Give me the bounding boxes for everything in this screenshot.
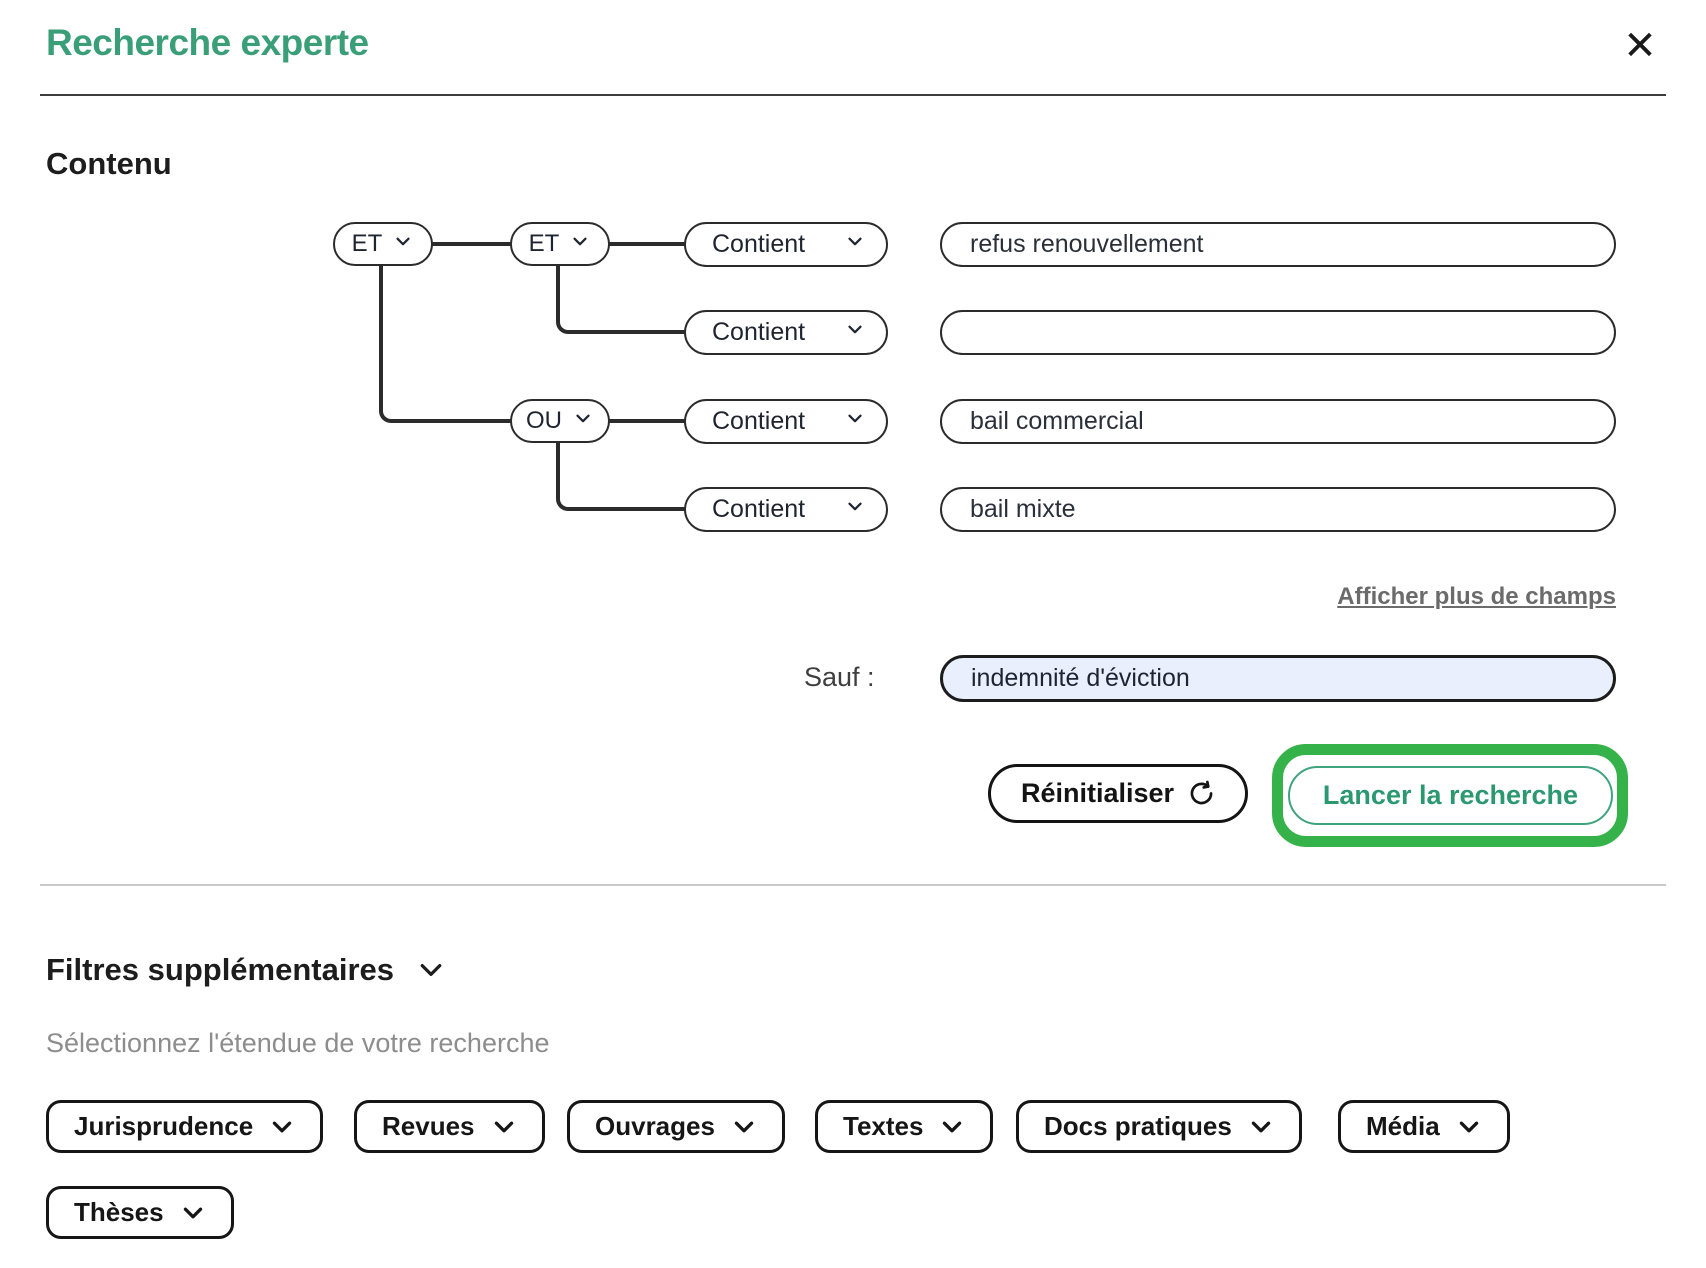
connector-bend	[556, 441, 686, 511]
field-label: Contient	[712, 407, 806, 435]
field-label: Contient	[712, 318, 806, 346]
connector-line	[605, 419, 687, 423]
chip-label: Thèses	[74, 1197, 164, 1227]
connector-bend	[556, 264, 686, 334]
field-dropdown-1[interactable]: Contient	[684, 222, 888, 267]
operator-dropdown-group1[interactable]: ET	[510, 222, 610, 266]
page-title: Recherche experte	[46, 22, 369, 63]
except-label: Sauf :	[804, 662, 875, 692]
chevron-down-icon	[180, 1200, 206, 1226]
chip-label: Docs pratiques	[1044, 1111, 1232, 1141]
section-divider	[40, 884, 1666, 886]
filter-chip-revues[interactable]: Revues	[354, 1100, 545, 1153]
chip-label: Revues	[382, 1111, 475, 1141]
chevron-down-icon	[731, 1114, 757, 1140]
reset-button-label: Réinitialiser	[1021, 778, 1175, 808]
additional-filters-label: Filtres supplémentaires	[46, 952, 395, 987]
filter-chip-jurisprudence[interactable]: Jurisprudence	[46, 1100, 324, 1153]
close-icon[interactable]: ✕	[1623, 24, 1657, 68]
chevron-down-icon	[844, 495, 866, 524]
connector-line	[425, 242, 515, 246]
search-term-input-2[interactable]	[940, 310, 1616, 355]
chevron-down-icon	[569, 230, 591, 259]
field-label: Contient	[712, 495, 806, 523]
chevron-down-icon	[572, 407, 594, 436]
refresh-icon	[1188, 780, 1215, 807]
operator-dropdown-group2[interactable]: OU	[510, 399, 610, 443]
launch-search-label: Lancer la recherche	[1322, 780, 1579, 810]
chip-label: Média	[1366, 1111, 1440, 1141]
content-section-heading: Contenu	[46, 146, 172, 181]
field-dropdown-4[interactable]: Contient	[684, 487, 888, 532]
chevron-down-icon	[844, 318, 866, 347]
additional-filters-toggle[interactable]: Filtres supplémentaires	[46, 952, 446, 988]
connector-line	[605, 242, 687, 246]
reset-button[interactable]: Réinitialiser	[988, 764, 1249, 823]
filter-chip-ouvrages[interactable]: Ouvrages	[567, 1100, 785, 1153]
operator-label: ET	[528, 230, 560, 257]
filter-chip-media[interactable]: Média	[1338, 1100, 1510, 1153]
chevron-down-icon	[1456, 1114, 1482, 1140]
chevron-down-icon	[939, 1114, 965, 1140]
operator-dropdown-root[interactable]: ET	[333, 222, 433, 266]
field-dropdown-2[interactable]: Contient	[684, 310, 888, 355]
show-more-fields-link[interactable]: Afficher plus de champs	[1337, 583, 1616, 610]
chip-label: Textes	[843, 1111, 924, 1141]
chevron-down-icon	[844, 230, 866, 259]
search-term-input-1[interactable]	[940, 222, 1616, 267]
chevron-down-icon	[844, 407, 866, 436]
chevron-down-icon	[416, 955, 446, 985]
field-dropdown-3[interactable]: Contient	[684, 399, 888, 444]
filters-subtitle: Sélectionnez l'étendue de votre recherch…	[46, 1028, 550, 1058]
connector-bend	[379, 264, 512, 423]
operator-label: OU	[526, 407, 562, 434]
header-divider	[40, 94, 1666, 96]
chevron-down-icon	[1248, 1114, 1274, 1140]
chevron-down-icon	[491, 1114, 517, 1140]
filter-chip-theses[interactable]: Thèses	[46, 1186, 234, 1239]
field-label: Contient	[712, 230, 806, 258]
chevron-down-icon	[269, 1114, 295, 1140]
launch-search-button[interactable]: Lancer la recherche	[1288, 766, 1613, 825]
chip-label: Ouvrages	[595, 1111, 715, 1141]
operator-label: ET	[351, 230, 383, 257]
search-term-input-4[interactable]	[940, 487, 1616, 532]
chip-label: Jurisprudence	[74, 1111, 254, 1141]
filter-chip-docs-pratiques[interactable]: Docs pratiques	[1016, 1100, 1302, 1153]
chevron-down-icon	[392, 230, 414, 259]
filter-chip-textes[interactable]: Textes	[815, 1100, 994, 1153]
except-input[interactable]	[940, 655, 1616, 702]
search-term-input-3[interactable]	[940, 399, 1616, 444]
